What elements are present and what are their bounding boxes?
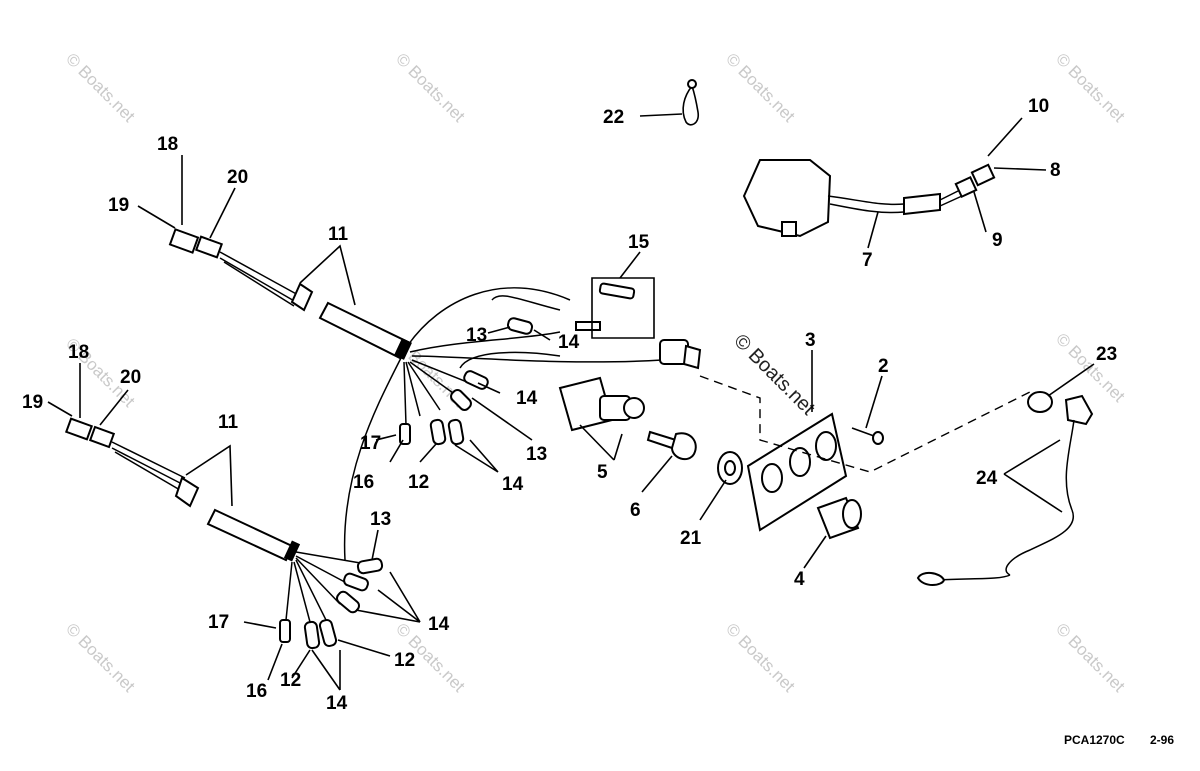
upper-harness [168,228,702,561]
callout-8: 8 [1050,160,1061,181]
callout-2: 2 [878,356,889,377]
ignition-switch [558,376,697,461]
watermark: © Boats.net [1052,329,1129,406]
callout-20-upper: 20 [227,167,248,188]
callout-5: 5 [597,462,608,483]
callout-14-bottom: 14 [326,693,348,714]
lower-harness [64,417,384,650]
callout-17-lower: 17 [208,612,229,633]
watermark: © Boats.net [62,49,139,126]
callout-14-lower: 14 [428,614,450,635]
callout-14-mid: 14 [516,388,538,409]
clip [682,79,700,126]
callout-18-upper: 18 [157,134,178,155]
callout-22: 22 [603,107,624,128]
screw [851,427,884,445]
callout-21: 21 [680,528,702,549]
watermark: © Boats.net [1052,49,1129,126]
lanyard [916,391,1094,586]
callout-13-lower: 13 [370,509,391,530]
callout-10: 10 [1028,96,1049,117]
callout-16-upper: 16 [353,472,374,493]
callout-4: 4 [794,569,805,590]
watermark-group: © Boats.net © Boats.net © Boats.net © Bo… [62,49,1129,696]
leader-lines [47,113,1095,691]
callout-6: 6 [630,500,641,521]
callout-12-lower-right: 12 [394,650,415,671]
callout-9: 9 [992,230,1003,251]
callout-7: 7 [862,250,873,271]
callout-15: 15 [628,232,650,253]
callout-14-upper: 14 [558,332,580,353]
callout-13-mid: 13 [526,444,547,465]
page-reference: 2-96 [1150,733,1174,747]
knob [816,496,862,540]
watermark: © Boats.net [392,49,469,126]
callouts: 18 20 19 11 18 20 19 11 15 13 14 14 13 1… [22,96,1117,714]
watermark: © Boats.net [1052,619,1129,696]
callout-11-lower: 11 [218,412,239,433]
callout-19-upper: 19 [108,195,129,216]
callout-24: 24 [976,468,998,489]
callout-16-lower: 16 [246,681,267,702]
callout-12-upper: 12 [408,472,429,493]
callout-20-lower: 20 [120,367,141,388]
guide-line [699,375,1031,473]
drawing-reference: PCA1270C [1064,733,1125,747]
callout-13-upper: 13 [466,325,487,346]
callout-14-cluster: 14 [502,474,524,495]
callout-19-lower: 19 [22,392,43,413]
callout-23: 23 [1096,344,1117,365]
mounting-plate [746,412,848,532]
callout-17-upper: 17 [360,433,381,454]
callout-3: 3 [805,330,816,351]
washer [717,451,743,485]
callout-11-upper: 11 [328,224,349,245]
watermark: © Boats.net [722,619,799,696]
callout-12-lower-left: 12 [280,670,301,691]
watermark: © Boats.net [62,619,139,696]
callout-18-lower: 18 [68,342,89,363]
watermark: © Boats.net [722,49,799,126]
stop-switch [742,159,996,238]
